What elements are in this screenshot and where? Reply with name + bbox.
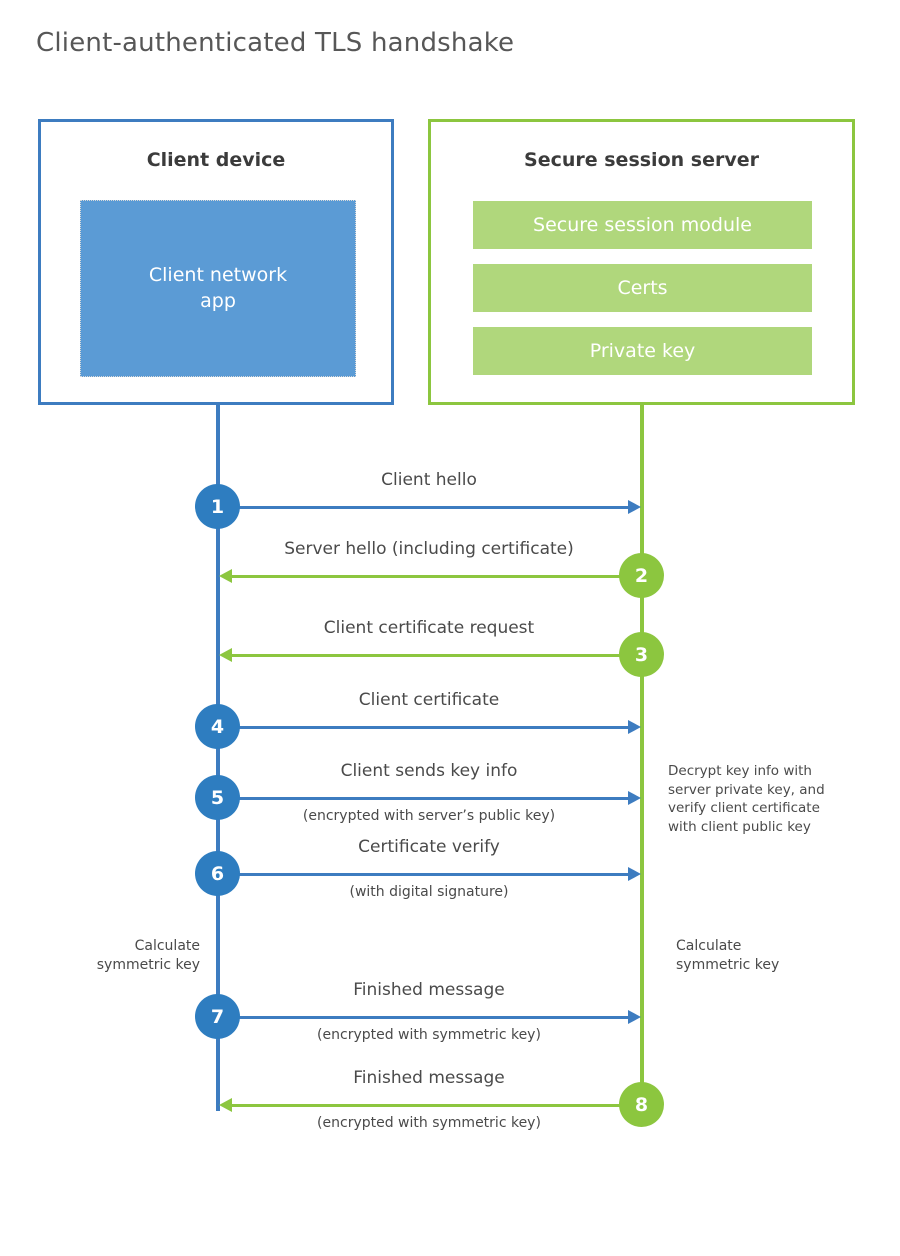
arrow-head-icon-6 <box>628 867 641 881</box>
arrow-head-icon-8 <box>219 1098 232 1112</box>
server-lifeline <box>640 405 644 1105</box>
secure-session-server-box: Secure session server Secure session mod… <box>428 119 855 405</box>
client-device-box: Client device Client network app <box>38 119 394 405</box>
step-circle-5[interactable]: 5 <box>195 775 240 820</box>
message-sublabel-5: (encrypted with server’s public key) <box>302 808 556 824</box>
arrow-head-icon-1 <box>628 500 641 514</box>
arrow-shaft-2 <box>232 575 642 578</box>
arrow-head-icon-4 <box>628 720 641 734</box>
arrow-shaft-6 <box>218 873 628 876</box>
arrow-shaft-7 <box>218 1016 628 1019</box>
server-component-secure-session-module: Secure session module <box>473 201 812 249</box>
arrow-shaft-5 <box>218 797 628 800</box>
annotation-calculate-symmetric-key-server: Calculate symmetric key <box>676 938 780 974</box>
message-label-8: Finished message <box>353 1068 505 1088</box>
message-label-4: Client certificate <box>358 690 500 710</box>
message-sublabel-6: (with digital signature) <box>349 884 509 900</box>
step-circle-2[interactable]: 2 <box>619 553 664 598</box>
page-title: Client-authenticated TLS handshake <box>36 28 515 58</box>
message-label-1: Client hello <box>381 470 477 490</box>
arrow-head-icon-3 <box>219 648 232 662</box>
message-sublabel-8: (encrypted with symmetric key) <box>317 1115 541 1131</box>
message-label-3: Client certificate request <box>323 618 535 638</box>
message-label-2: Server hello (including certificate) <box>284 539 574 559</box>
message-label-7: Finished message <box>353 980 505 1000</box>
step-circle-1[interactable]: 1 <box>195 484 240 529</box>
message-sublabel-7: (encrypted with symmetric key) <box>317 1027 541 1043</box>
server-component-certs: Certs <box>473 264 812 312</box>
arrow-shaft-8 <box>232 1104 642 1107</box>
server-component-private-key: Private key <box>473 327 812 375</box>
step-circle-8[interactable]: 8 <box>619 1082 664 1127</box>
arrow-head-icon-2 <box>219 569 232 583</box>
arrow-shaft-1 <box>218 506 628 509</box>
annotation-calculate-symmetric-key-client: Calculate symmetric key <box>96 938 200 974</box>
step-circle-7[interactable]: 7 <box>195 994 240 1039</box>
step-circle-4[interactable]: 4 <box>195 704 240 749</box>
client-lifeline <box>216 405 220 1111</box>
step-circle-3[interactable]: 3 <box>619 632 664 677</box>
arrow-shaft-3 <box>232 654 642 657</box>
client-device-title: Client device <box>146 149 286 171</box>
message-label-5: Client sends key info <box>340 761 518 781</box>
message-label-6: Certificate verify <box>358 837 500 857</box>
client-network-app: Client network app <box>80 200 356 377</box>
arrow-shaft-4 <box>218 726 628 729</box>
annotation-server-decrypt: Decrypt key info with server private key… <box>668 763 825 835</box>
arrow-head-icon-7 <box>628 1010 641 1024</box>
step-circle-6[interactable]: 6 <box>195 851 240 896</box>
arrow-head-icon-5 <box>628 791 641 805</box>
secure-session-server-title: Secure session server <box>524 149 759 171</box>
